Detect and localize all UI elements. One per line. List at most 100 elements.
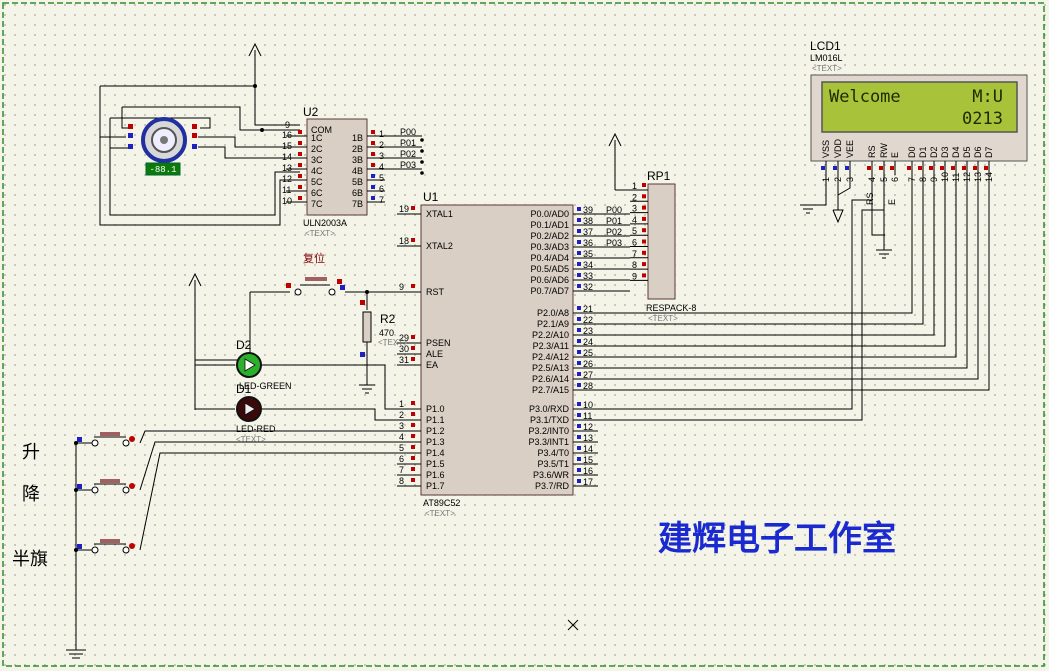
u2-pin-marker	[298, 196, 302, 200]
button-junction	[74, 441, 78, 445]
p2-bus-wire	[598, 175, 946, 347]
u1-pin-name: PSEN	[426, 338, 451, 348]
u2-pin-marker	[371, 185, 375, 189]
r2-text: <TEXT>	[378, 338, 408, 347]
u1-pin-name: XTAL1	[426, 209, 453, 219]
button-cap	[100, 479, 120, 483]
u1-pin-name: RST	[426, 287, 445, 297]
u2-pin-name: 7B	[352, 199, 363, 209]
rp1-part: RESPACK-8	[646, 303, 696, 313]
u1-pin-num: 37	[583, 227, 593, 237]
u2-part: ULN2003A	[303, 218, 347, 228]
u2-pin-marker	[298, 185, 302, 189]
u1-pin-marker	[577, 372, 581, 376]
u1-pin-marker	[577, 435, 581, 439]
u2-net-label: P00	[400, 127, 416, 137]
u1-pin-marker	[577, 446, 581, 450]
rp1-text: <TEXT>	[648, 314, 678, 323]
lcd-module[interactable]: LCD1 LM016L <TEXT> Welcome M:U 0213 VSS1…	[810, 39, 1028, 182]
rp1-pin-marker	[642, 239, 646, 244]
lcd-ref: LCD1	[810, 39, 841, 53]
u1-pin-name: P2.3/A11	[533, 341, 569, 351]
reset-circuit[interactable]: 复位 R2 470 <TEXT>	[188, 251, 408, 410]
push-button-1[interactable]: 升	[22, 432, 135, 463]
button-state-dot	[129, 483, 135, 489]
lcd-pin-marker	[879, 166, 883, 170]
led-red-d1[interactable]: D1 LED-RED <TEXT>	[195, 382, 405, 444]
rs-wire	[598, 199, 872, 410]
button-terminal	[91, 486, 99, 494]
u1-pin-marker	[411, 434, 415, 438]
u1-pin-num: 4	[399, 432, 404, 442]
rp1-pin-num: 4	[632, 215, 637, 225]
u2-pin-name: 6C	[311, 188, 323, 198]
u1-pin-marker	[577, 402, 581, 406]
p2-bus-wire	[598, 175, 913, 314]
lcd-text: <TEXT>	[812, 64, 842, 73]
u2-pin-marker	[371, 130, 375, 134]
push-button-2[interactable]: 降	[22, 479, 135, 505]
u1-pin-marker	[577, 229, 581, 233]
u2-pin-marker	[298, 152, 302, 156]
rp1-pin-marker	[642, 250, 646, 255]
u1-pin-marker	[577, 207, 581, 211]
u2-pin-name: 1B	[352, 133, 363, 143]
p2-bus-wire	[598, 175, 990, 391]
u2-pin-name: 4B	[352, 166, 363, 176]
lcd-pin-name: D3	[940, 146, 950, 158]
u1-pin-num: 19	[399, 204, 409, 214]
u1-pin-name: XTAL2	[426, 241, 453, 251]
u1-p0-net-label: P01	[606, 216, 622, 226]
u2-pin-num: 6	[379, 184, 384, 194]
u1-pin-marker	[577, 273, 581, 277]
u2-pin-name: 1C	[311, 133, 323, 143]
u1-pin-marker	[411, 423, 415, 427]
u2-net-label: P01	[400, 138, 416, 148]
u2-pin-name: 3B	[352, 155, 363, 165]
stepper-motor[interactable]: -88.1	[99, 85, 300, 176]
u1-pin-name: P3.6/WR	[533, 470, 570, 480]
u1-pin-name: P3.3/INT1	[528, 437, 569, 447]
u1-pin-marker	[411, 478, 415, 482]
u1-pin-marker	[411, 206, 415, 210]
lcd-pin-name: VDD	[833, 138, 843, 158]
lcd-pin-marker	[973, 166, 977, 170]
u1-pin-name: P2.7/A15	[532, 385, 569, 395]
u1-pin-num: 21	[583, 304, 593, 314]
button-terminal	[122, 546, 130, 554]
u1-pin-marker	[411, 467, 415, 471]
lcd-pin-marker	[940, 166, 944, 170]
lcd-rs-wire-label: RS	[865, 192, 875, 205]
u1-pin-num: 16	[583, 466, 593, 476]
button-cap	[100, 539, 120, 543]
u1-pin-marker	[411, 335, 415, 339]
u1-pin-marker	[577, 306, 581, 310]
lcd-pin-name: E	[890, 152, 900, 158]
u2-pin-marker	[298, 174, 302, 178]
u1-pin-num: 36	[583, 238, 593, 248]
studio-name: 建辉电子工作室	[658, 519, 896, 559]
u1-text: <TEXT>	[425, 509, 455, 518]
u2-pin-name: 7C	[311, 199, 323, 209]
led-green-d2[interactable]: D2 LED-GREEN	[195, 338, 405, 410]
u1-pin-name: P1.2	[426, 426, 445, 436]
u2-pin-marker	[371, 152, 375, 156]
u1-pin-marker	[577, 284, 581, 288]
u1-pin-num: 22	[583, 315, 593, 325]
u1-pin-num: 11	[583, 411, 592, 421]
lcd-pin-marker	[867, 166, 871, 170]
push-button-3[interactable]: 半旗	[12, 539, 135, 570]
lcd-pin-marker	[845, 166, 849, 170]
u2-pin-num: 10	[282, 196, 292, 206]
lcd-pin-name: D4	[951, 146, 961, 158]
u1-pin-num: 38	[583, 216, 593, 226]
button-junction	[74, 488, 78, 492]
u1-pin-num: 26	[583, 359, 593, 369]
origin-marker	[567, 619, 579, 631]
p2-bus-wire	[598, 175, 935, 336]
button-terminal	[91, 546, 99, 554]
